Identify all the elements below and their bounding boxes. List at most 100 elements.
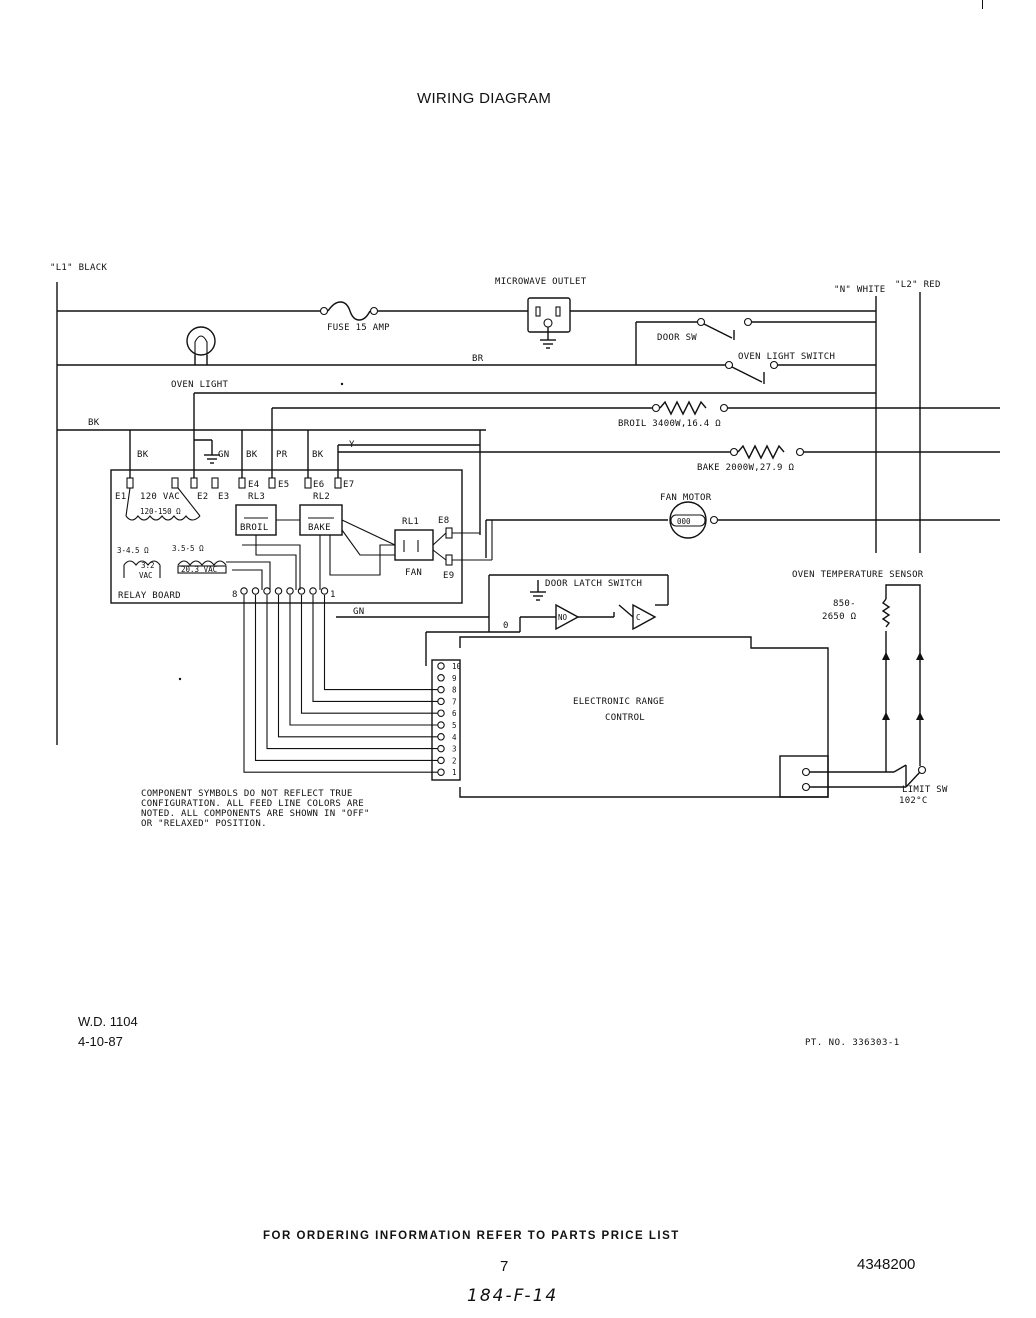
c-contact-label: C [636, 613, 641, 622]
note-line-1: COMPONENT SYMBOLS DO NOT REFLECT TRUE [141, 789, 353, 799]
terminal-e9: E9 [443, 571, 454, 581]
oven-light-label: OVEN LIGHT [171, 380, 228, 390]
fan-motor-label: FAN MOTOR [660, 493, 712, 503]
terminal-e6: E6 [313, 480, 324, 490]
ordering-info-footer: FOR ORDERING INFORMATION REFER TO PARTS … [263, 1230, 680, 1242]
terminal-e4: E4 [248, 480, 259, 490]
sensor-resistance-2: 2650 Ω [822, 612, 857, 622]
harness-wire [243, 595, 438, 773]
control-pin [437, 756, 445, 765]
relay-board: RELAY BOARD BK GN BK PR BK E1 E2 E3 E4 E… [110, 430, 493, 604]
harness-wire [289, 595, 438, 726]
t2-vac-label: 20.3 VAC [181, 565, 217, 574]
relay-board-pin [320, 587, 329, 595]
bk-label-3: BK [312, 450, 324, 460]
control-pin [437, 697, 445, 706]
wd-number: W.D. 1104 [78, 1014, 138, 1029]
harness-wire [254, 595, 438, 761]
rl2-label: RL2 [313, 492, 330, 502]
microwave-outlet: MICROWAVE OUTLET [495, 277, 876, 349]
door-switch: DOOR SW [635, 317, 876, 365]
fan-relay-label: FAN [405, 568, 422, 578]
no-contact-label: NO [558, 613, 568, 622]
door-latch-switch: DOOR LATCH SWITCH NO C 0 [425, 574, 669, 666]
page-edge-mark [982, 0, 983, 9]
t2-ohm-label: 3.5-5 Ω [172, 544, 204, 553]
wiring-diagram-id: W.D. 1104 4-10-87 [78, 1012, 138, 1052]
relay-board-pin [240, 587, 248, 595]
relay-board-pin [251, 587, 260, 595]
bk-wire-label: BK [88, 418, 100, 428]
pr-label: PR [276, 450, 288, 460]
door-sw-label: DOOR SW [657, 333, 697, 343]
note-line-3: NOTED. ALL COMPONENTS ARE SHOWN IN "OFF" [141, 809, 370, 819]
control-pin-label: 4 [452, 733, 457, 742]
limit-sw-label-1: LIMIT SW [902, 785, 948, 795]
control-pin [437, 733, 445, 741]
control-pin-label: 1 [452, 768, 457, 777]
control-pin-label: 3 [452, 745, 457, 754]
n-white-label: "N" WHITE [834, 285, 885, 295]
note-line-2: CONFIGURATION. ALL FEED LINE COLORS ARE [141, 799, 364, 809]
control-pin [437, 709, 445, 717]
vac-120-label: 120 VAC [140, 492, 180, 502]
ohm-120-label: 120-150 Ω [140, 507, 181, 516]
document-number: 4348200 [857, 1256, 916, 1273]
control-pin [437, 685, 445, 694]
rl3-label: RL3 [248, 492, 265, 502]
limit-switch: LIMIT SW 102°C [810, 760, 948, 806]
fuse-branch: FUSE 15 AMP [57, 301, 528, 333]
broil-relay-label: BROIL [240, 523, 269, 533]
broil-label: BROIL 3400W,16.4 Ω [618, 419, 721, 429]
oven-light-switch-label: OVEN LIGHT SWITCH [738, 352, 835, 362]
fan-motor: 000 FAN MOTOR [485, 493, 1000, 558]
relay-board-label: RELAY BOARD [118, 591, 181, 601]
control-pin-label: 2 [452, 756, 457, 765]
l1-black-label: "L1" BLACK [50, 263, 107, 273]
control-pin [437, 768, 445, 776]
broil-element: BROIL 3400W,16.4 Ω [271, 400, 1000, 470]
harness-wire [323, 595, 438, 691]
door-latch-switch-label: DOOR LATCH SWITCH [545, 579, 642, 589]
gn-label-2: GN [353, 607, 364, 617]
control-pin [437, 674, 445, 682]
relay-pin-8-label: 8 [232, 590, 238, 600]
bk-label-2: BK [246, 450, 258, 460]
bake-label: BAKE 2000W,27.9 Ω [697, 463, 794, 473]
wd-date: 4-10-87 [78, 1034, 123, 1049]
oven-light-switch: OVEN LIGHT SWITCH BR [57, 352, 876, 384]
terminal-e1: E1 [115, 492, 126, 502]
control-pin-label: 6 [452, 709, 457, 718]
br-wire-label: BR [472, 354, 484, 364]
terminal-e5: E5 [278, 480, 289, 490]
fuse-label: FUSE 15 AMP [327, 323, 390, 333]
note-line-4: OR "RELAXED" POSITION. [141, 819, 267, 829]
rl1-label: RL1 [402, 517, 419, 527]
bake-relay-label: BAKE [308, 523, 331, 533]
bake-element: BAKE 2000W,27.9 Ω [338, 444, 1000, 473]
relay-board-pin [297, 587, 306, 595]
terminal-e8: E8 [438, 516, 449, 526]
control-pin-label: 7 [452, 697, 457, 706]
configuration-note: COMPONENT SYMBOLS DO NOT REFLECT TRUE CO… [141, 789, 370, 829]
control-pin [437, 721, 445, 729]
harness-wire [277, 595, 438, 738]
control-pin-label: 5 [452, 721, 457, 730]
relay-board-pin [263, 587, 271, 595]
page-title: WIRING DIAGRAM [417, 90, 552, 107]
y-wire-label: Y [349, 440, 355, 450]
terminal-e2: E2 [197, 492, 208, 502]
harness-wire [312, 595, 438, 702]
control-label-1: ELECTRONIC RANGE [573, 697, 665, 707]
l2-red-label: "L2" RED [895, 280, 941, 290]
relay-board-pin [309, 587, 317, 595]
relay-to-control-harness [240, 587, 438, 773]
control-pin-label: 9 [452, 674, 457, 683]
handwritten-note: 184-F-14 [467, 1286, 559, 1306]
terminal-e7: E7 [343, 480, 354, 490]
oven-light: OVEN LIGHT [171, 326, 228, 390]
microwave-outlet-label: MICROWAVE OUTLET [495, 277, 587, 287]
oven-temperature-sensor: OVEN TEMPERATURE SENSOR 850- 2650 Ω [792, 570, 924, 772]
